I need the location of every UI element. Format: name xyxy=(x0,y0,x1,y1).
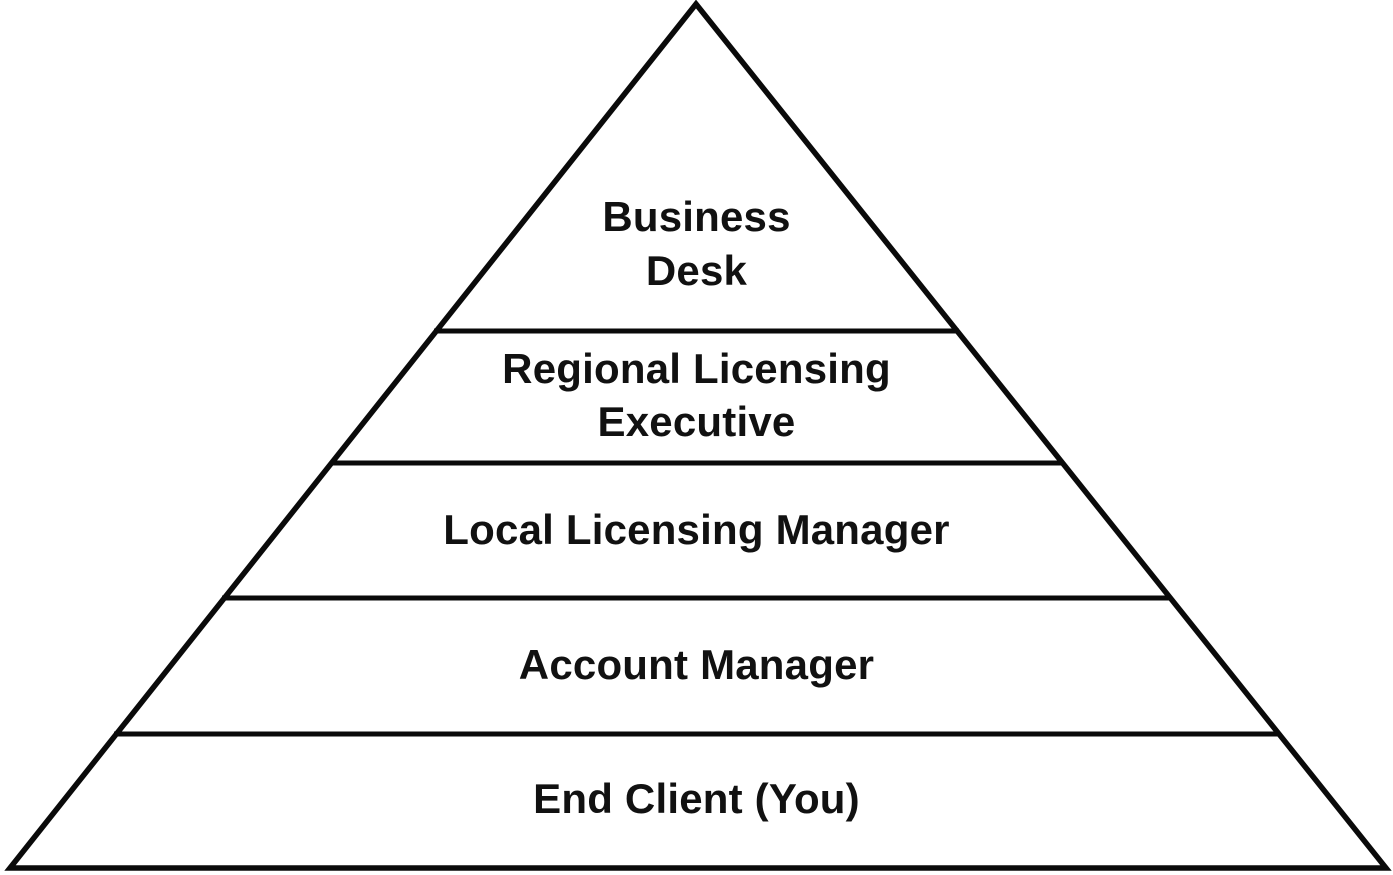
level-label-account-manager: Account Manager xyxy=(518,641,875,689)
level-label-regional-licensing-executive: Regional Licensing Executive xyxy=(502,344,891,445)
level-label-end-client: End Client (You) xyxy=(533,775,860,823)
level-label-business-desk: Business Desk xyxy=(602,193,791,294)
pyramid-outline xyxy=(4,0,1392,871)
level-label-local-licensing-manager: Local Licensing Manager xyxy=(443,505,950,553)
